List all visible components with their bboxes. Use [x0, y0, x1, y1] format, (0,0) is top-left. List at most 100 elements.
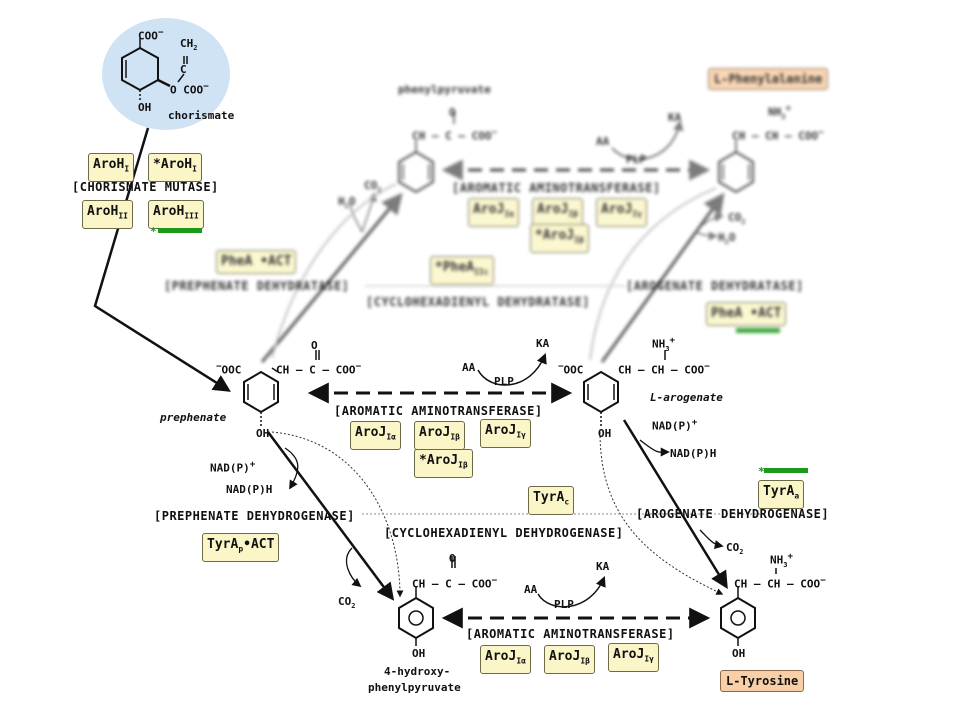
hpp-oh: OH [412, 647, 426, 660]
mid-aroj-ig-box[interactable]: AroJIγ [480, 419, 531, 448]
top-aa: AA [596, 135, 610, 148]
hpp-formula: CH – C – COO− [412, 575, 497, 591]
mid-aroj-ib-box[interactable]: AroJIβ [414, 421, 465, 450]
co2-left-top: CO2 [364, 179, 382, 195]
mid-aminotransferase-label: [AROMATIC AMINOTRANSFERASE] [334, 404, 543, 418]
chorismate-mutase-arrow [93, 127, 231, 392]
bottom-aa-ka-curve [537, 576, 606, 608]
cyclohex-dh-left-dotted [271, 431, 404, 598]
top-aroj-ib-box[interactable]: AroJIβ [532, 198, 583, 227]
l-phenylalanine-product[interactable]: L-Phenylalanine [708, 68, 829, 90]
aroh-i-box[interactable]: AroHI [88, 153, 135, 182]
prephenate-ring [243, 350, 320, 426]
chorismate-o-coo: O COO− [170, 81, 209, 97]
co2-left-curve [345, 547, 362, 588]
phe-branch-blurred [260, 112, 754, 363]
arogenate-label: L-arogenate [650, 391, 723, 404]
hpp-ring [398, 556, 456, 646]
arogenate-ooc: −OOC [558, 361, 584, 377]
co2-right-top: CO2 [728, 211, 746, 227]
mid-plp: PLP [494, 375, 514, 388]
phe-formula: CH – CH – COO− [732, 127, 824, 143]
green-star-3: * [758, 465, 765, 478]
nadp-left-curve [284, 447, 299, 490]
nadph-left: NAD(P)H [226, 483, 273, 496]
green-marker-2 [736, 328, 780, 333]
prephenate-oh: OH [256, 427, 270, 440]
chorismate-ch2: CH2 [180, 37, 198, 53]
phe-nh3: NH3+ [768, 103, 791, 121]
aroh-ii-box[interactable]: AroHII [82, 200, 133, 229]
mid-aroj-ia-box[interactable]: AroJIα [350, 421, 401, 450]
co2-bottom-left: CO2 [338, 595, 356, 611]
green-marker-1 [158, 228, 202, 233]
bot-plp: PLP [554, 598, 574, 611]
chorismate-label: chorismate [168, 109, 235, 122]
top-aroj-ib-star-box[interactable]: *AroJIβ [530, 224, 589, 253]
bot-aroj-ig-box[interactable]: AroJIγ [608, 643, 659, 672]
arogenate-oh: OH [598, 427, 612, 440]
phenylpyruvate-o: O [449, 106, 456, 119]
tyra-c-box[interactable]: TyrAc [528, 486, 575, 515]
l-tyrosine-product[interactable]: L-Tyrosine [720, 670, 805, 692]
nadp-right-curve [639, 439, 670, 457]
cyclohexadienyl-dehydratase-label: [CYCLOHEXADIENYL DEHYDRATASE] [366, 295, 591, 309]
top-aroj-ig-box[interactable]: AroJIγ [596, 198, 647, 227]
bot-aminotransferase-label: [AROMATIC AMINOTRANSFERASE] [466, 627, 675, 641]
tyra-p-act-box[interactable]: TyrAp•ACT [202, 533, 280, 562]
top-aminotransferase-label: [AROMATIC AMINOTRANSFERASE] [452, 181, 661, 195]
tyra-a-box[interactable]: TyrAa [758, 480, 805, 509]
h2o-left: H2O [338, 195, 356, 211]
prephenate-dehydrogenase-label: [PREPHENATE DEHYDROGENASE] [154, 509, 355, 523]
phenylpyruvate-label: phenylpyruvate [398, 83, 491, 96]
mid-aa: AA [462, 361, 476, 374]
arogenate-dehydratase-label: [AROGENATE DEHYDRATASE] [626, 279, 804, 293]
chorismate-coo-top: COO− [138, 27, 164, 43]
top-plp: PLP [626, 153, 646, 166]
green-star-1: * [150, 225, 157, 238]
nadp-left: NAD(P)+ [210, 459, 256, 475]
bot-aroj-ib-box[interactable]: AroJIβ [544, 645, 595, 674]
cyclohex-dh-right-dotted [599, 431, 724, 595]
tyrosine-ring [720, 568, 777, 646]
mid-aroj-ib-star-box[interactable]: *AroJIβ [414, 449, 473, 478]
prephenate-dehydratase-label: [PREPHENATE DEHYDRATASE] [164, 279, 350, 293]
mid-ka: KA [536, 337, 550, 350]
bot-ka: KA [596, 560, 610, 573]
phea-ip-act-box[interactable]: PheA •ACT [216, 250, 297, 274]
arogenate-ring [583, 350, 666, 426]
arogenate-dehydrogenase-arrow [622, 419, 728, 589]
prephenate-dehydrogenase-arrow [266, 431, 395, 601]
chorismate-c: C [180, 63, 187, 76]
arogenate-dehydrogenase-label: [AROGENATE DEHYDROGENASE] [636, 507, 830, 521]
h2o-right: H2O [718, 231, 736, 247]
co2-right-curve [699, 529, 724, 550]
aroh-i-star-box[interactable]: *AroHI [148, 153, 202, 182]
prephenate-label: prephenate [160, 411, 227, 424]
phea-iic-box[interactable]: *PheAIIc [430, 256, 494, 285]
mid-aa-ka-curve [477, 353, 547, 386]
chorismate-mutase-label: [CHORISMATE MUTASE] [72, 180, 219, 194]
hpp-o: O [449, 552, 456, 565]
tyrosine-oh: OH [732, 647, 746, 660]
nadp-right: NAD(P)+ [652, 417, 698, 433]
nadph-right: NAD(P)H [670, 447, 717, 460]
chorismate-oh: OH [138, 101, 152, 114]
top-ka: KA [668, 111, 682, 124]
arogenate-nh3: NH3+ [652, 335, 675, 353]
tyrosine-nh3: NH3+ [770, 551, 793, 569]
aroh-iii-box[interactable]: AroHIII [148, 200, 204, 229]
arogenate-formula: CH – CH – COO− [618, 361, 710, 377]
phea-ia-act-box[interactable]: PheA •ACT [706, 302, 787, 326]
prephenate-formula: CH – C – COO− [276, 361, 361, 377]
hpp-label-1: 4-hydroxy- [384, 665, 451, 678]
top-aroj-ia-box[interactable]: AroJIα [468, 198, 519, 227]
tyrosine-formula: CH – CH – COO− [734, 575, 826, 591]
phenylpyruvate-formula: CH – C – COO− [412, 127, 497, 143]
green-marker-3 [764, 468, 808, 473]
chorismate-highlight [102, 18, 230, 130]
bot-aroj-ia-box[interactable]: AroJIα [480, 645, 531, 674]
hpp-label-2: phenylpyruvate [368, 681, 461, 694]
